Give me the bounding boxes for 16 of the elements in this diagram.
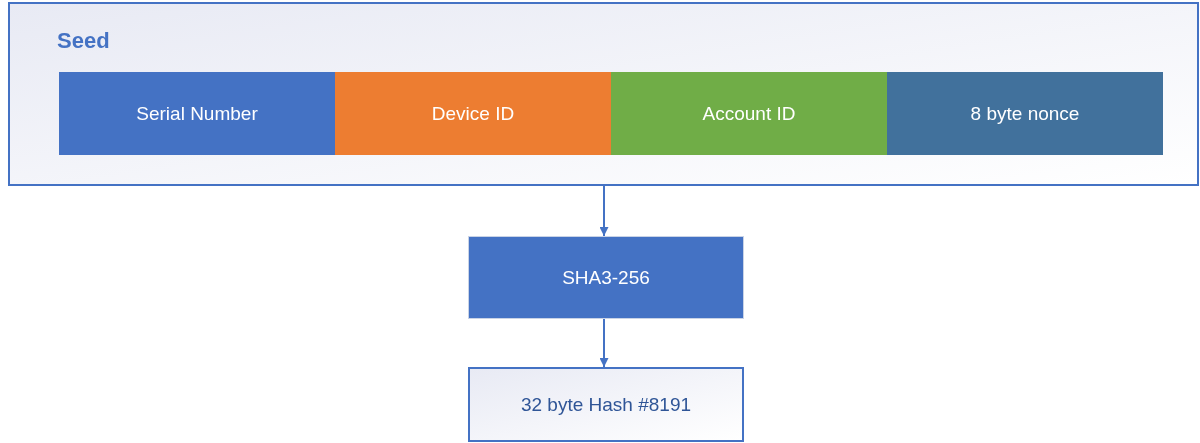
node-label: SHA3-256: [562, 265, 650, 290]
arrow: [599, 185, 609, 237]
seed-segment: [887, 72, 1163, 155]
process-box: [468, 236, 744, 319]
seed-segment: [335, 72, 611, 155]
node-label: 8 byte nonce: [970, 101, 1080, 126]
seed-segment: [59, 72, 335, 155]
node-label: Device ID: [431, 101, 515, 126]
panel-title: Seed: [57, 30, 110, 52]
node-label: 32 byte Hash #8191: [520, 392, 692, 417]
output-box: [468, 367, 744, 442]
seed-segment: [611, 72, 887, 155]
seed-panel: [8, 2, 1199, 186]
node-label: Account ID: [702, 101, 796, 126]
node-label: Serial Number: [136, 101, 258, 126]
arrow: [599, 318, 609, 368]
